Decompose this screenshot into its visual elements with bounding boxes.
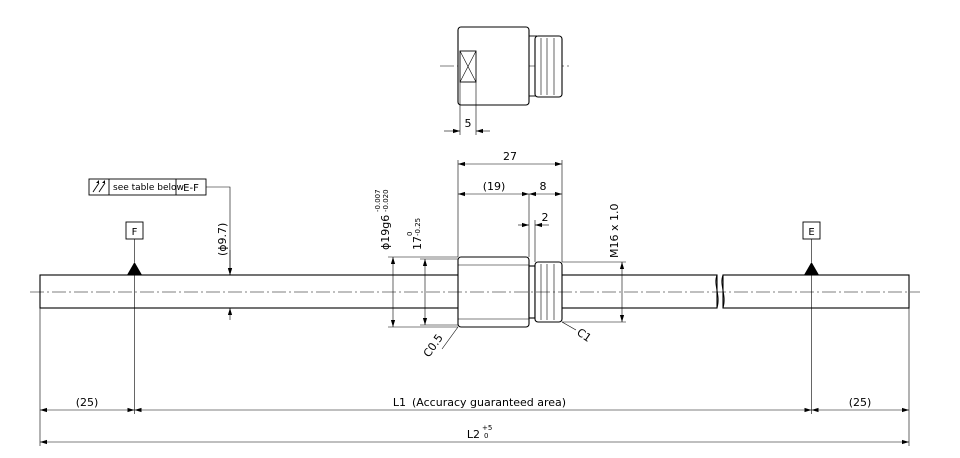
dim-shaft-dia: (ϕ9.7)	[216, 223, 229, 256]
datum-e-label: E	[808, 227, 814, 238]
dim-dia17-upper: 0	[406, 232, 414, 236]
datum-f-triangle	[127, 262, 142, 275]
dim-dia17: 17	[411, 236, 424, 250]
top-dimensions: 27 (19) 8 2 M16 x 1.0	[457, 150, 626, 323]
dim-right-end: (25)	[849, 396, 872, 409]
dim-19: (19)	[483, 180, 506, 193]
break-line-right	[721, 274, 725, 309]
datum-f: F	[125, 221, 144, 275]
front-view-body	[457, 26, 530, 106]
wrench-flat-icon	[459, 50, 477, 83]
dim-left-end: (25)	[76, 396, 99, 409]
dim-dia17-lower: -0.25	[414, 218, 422, 236]
dim-dia19-upper: -0.007	[374, 189, 382, 212]
length-dimensions: (25) L1 (Accuracy guaranteed area) (25) …	[39, 275, 910, 446]
dim-l2-label: L2	[467, 428, 480, 441]
dim-chamfer-c05: C0.5	[421, 332, 446, 360]
datum-f-label: F	[132, 227, 138, 238]
dim-l1-note: (Accuracy guaranteed area)	[412, 396, 566, 409]
dim-dia19-lower: -0.020	[382, 189, 390, 212]
dim-l2-upper: +5	[482, 424, 492, 432]
dim-thread: M16 x 1.0	[608, 204, 621, 258]
flat-width-dim: 5	[465, 117, 472, 130]
dim-8: 8	[540, 180, 547, 193]
dim-l2-lower: 0	[484, 432, 488, 440]
shaft	[30, 256, 920, 328]
dim-dia19: ϕ19g6	[379, 215, 392, 250]
dim-27: 27	[503, 150, 517, 163]
datum-e-triangle	[804, 262, 819, 275]
dim-l1-label: L1	[393, 396, 406, 409]
dim-2: 2	[542, 211, 549, 224]
front-view-thread	[534, 35, 563, 98]
tolerance-datum: E-F	[183, 183, 199, 194]
dim-chamfer-c1: C1	[574, 326, 593, 345]
runout-icon	[92, 180, 106, 193]
datum-e: E	[802, 221, 821, 275]
shaft-body-right	[722, 274, 910, 309]
break-line-left	[715, 274, 719, 309]
front-view: 5	[440, 26, 572, 135]
shaft-body-left	[39, 274, 718, 309]
tolerance-value: see table below	[113, 183, 184, 193]
tolerance-frame: see table below E-F	[88, 178, 233, 275]
